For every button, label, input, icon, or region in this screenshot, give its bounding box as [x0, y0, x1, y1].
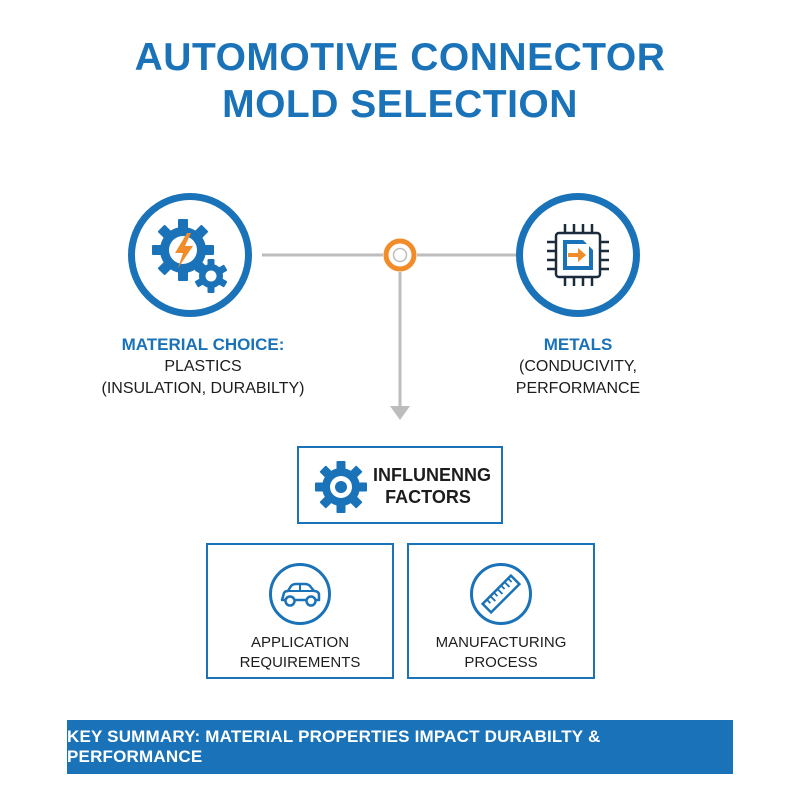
- material-choice-heading: MATERIAL CHOICE:: [121, 335, 285, 354]
- gear-lightning-icon: [152, 219, 228, 293]
- metals-icon-circle: [516, 193, 640, 317]
- metals-heading: METALS: [543, 335, 613, 354]
- metals-line-2: PERFORMANCE: [515, 380, 641, 397]
- title-line-2: MOLD SELECTION: [222, 83, 578, 126]
- material-choice-icon-circle: [128, 193, 252, 317]
- car-icon: [280, 582, 321, 607]
- material-choice-text: MATERIAL CHOICE: PLASTICS (INSULATION, D…: [88, 334, 318, 400]
- card-2-line-1: MANUFACTURING: [435, 634, 567, 651]
- card-1-line-1: APPLICATION: [250, 634, 350, 651]
- junction-inner: [392, 247, 408, 263]
- influencing-factors-box: INFLUNENNG FACTORS: [297, 446, 503, 524]
- influencing-factors-label: INFLUNENNG FACTORS: [373, 464, 491, 508]
- chip-arrow-icon: [547, 224, 609, 286]
- factors-line-2: FACTORS: [385, 487, 471, 507]
- down-arrowhead: [390, 406, 410, 420]
- material-choice-line-2: (INSULATION, DURABILTY): [101, 380, 305, 397]
- material-choice-line-1: PLASTICS: [164, 358, 242, 375]
- metals-text: METALS (CONDUCIVITY, PERFORMANCE: [485, 334, 671, 400]
- application-requirements-label: APPLICATION REQUIREMENTS: [208, 633, 392, 673]
- metals-line-1: (CONDUCIVITY,: [519, 358, 637, 375]
- manufacturing-process-card: MANUFACTURING PROCESS: [407, 543, 595, 679]
- factors-line-1: INFLUNENNG: [373, 465, 491, 485]
- page-title: AUTOMOTIVE CONNECTOR MOLD SELECTION: [0, 34, 800, 128]
- ruler-icon-circle: [470, 563, 532, 625]
- car-icon-circle: [269, 563, 331, 625]
- ruler-icon: [480, 573, 522, 615]
- card-2-line-2: PROCESS: [464, 654, 538, 671]
- key-summary-banner: KEY SUMMARY: MATERIAL PROPERTIES IMPACT …: [67, 720, 733, 774]
- application-requirements-card: APPLICATION REQUIREMENTS: [206, 543, 394, 679]
- card-1-line-2: REQUIREMENTS: [239, 654, 361, 671]
- gear-icon: [315, 461, 367, 513]
- title-line-1: AUTOMOTIVE CONNECTOR: [134, 36, 666, 79]
- manufacturing-process-label: MANUFACTURING PROCESS: [409, 633, 593, 673]
